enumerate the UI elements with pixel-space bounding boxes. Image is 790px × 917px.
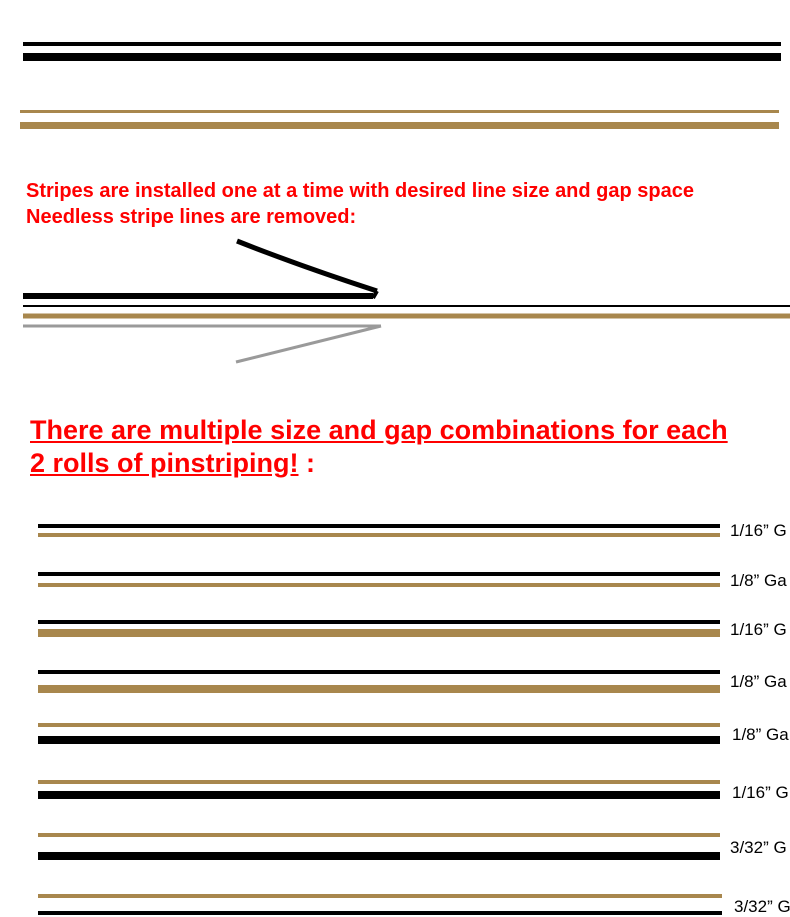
black-thin-stripe-top bbox=[23, 42, 781, 46]
headline-line-2-suffix: : bbox=[298, 448, 315, 478]
installation-caption: Stripes are installed one at a time with… bbox=[26, 178, 694, 230]
combinations-headline: There are multiple size and gap combinat… bbox=[30, 414, 728, 480]
combo-4-gap-label: 1/8” Ga bbox=[730, 672, 787, 691]
combo-7-black-thick bbox=[38, 852, 720, 860]
headline-line-2: 2 rolls of pinstriping! : bbox=[30, 447, 728, 480]
headline-line-2-underlined: 2 rolls of pinstriping! bbox=[30, 448, 299, 478]
combo-5-black-thick bbox=[38, 736, 720, 744]
combo-4-black-thin bbox=[38, 670, 720, 674]
combo-4-gold-thick bbox=[38, 685, 720, 693]
gold-thick-stripe-top bbox=[20, 122, 779, 129]
combo-2-black-thin bbox=[38, 572, 720, 576]
headline-line-1: There are multiple size and gap combinat… bbox=[30, 415, 728, 445]
combo-3-gap-label: 1/16” G bbox=[730, 620, 787, 639]
black-stripe-end-cut bbox=[371, 290, 379, 299]
combo-7-gold-thin bbox=[38, 833, 720, 837]
combo-6-gold-thin bbox=[38, 780, 720, 784]
combo-8-gap-label: 3/32” G bbox=[734, 897, 790, 916]
combo-1-gold-thin bbox=[38, 533, 720, 537]
combo-5-gold-thin bbox=[38, 723, 720, 727]
combo-6-black-thick bbox=[38, 791, 720, 799]
caption-line-2: Needless stripe lines are removed: bbox=[26, 206, 357, 228]
combo-2-gap-label: 1/8” Ga bbox=[730, 571, 787, 590]
combo-7-gap-label: 3/32” G bbox=[730, 838, 787, 857]
combo-5-gap-label: 1/8” Ga bbox=[732, 725, 789, 744]
combo-1-black-thin bbox=[38, 524, 720, 528]
gold-thin-stripe-top bbox=[20, 110, 779, 113]
caption-line-1: Stripes are installed one at a time with… bbox=[26, 180, 694, 202]
combo-3-gold-thick bbox=[38, 629, 720, 637]
peeled-gray-stripe bbox=[235, 324, 382, 364]
combo-8-gold-thin bbox=[38, 894, 722, 898]
black-thick-stripe-top bbox=[23, 53, 781, 61]
peeled-black-stripe bbox=[236, 238, 378, 294]
combo-8-black-thin bbox=[38, 911, 722, 915]
combo-1-gap-label: 1/16” G bbox=[730, 521, 787, 540]
combo-3-black-thin bbox=[38, 620, 720, 624]
combo-6-gap-label: 1/16” G bbox=[732, 783, 789, 802]
combo-2-gold-thin bbox=[38, 583, 720, 587]
